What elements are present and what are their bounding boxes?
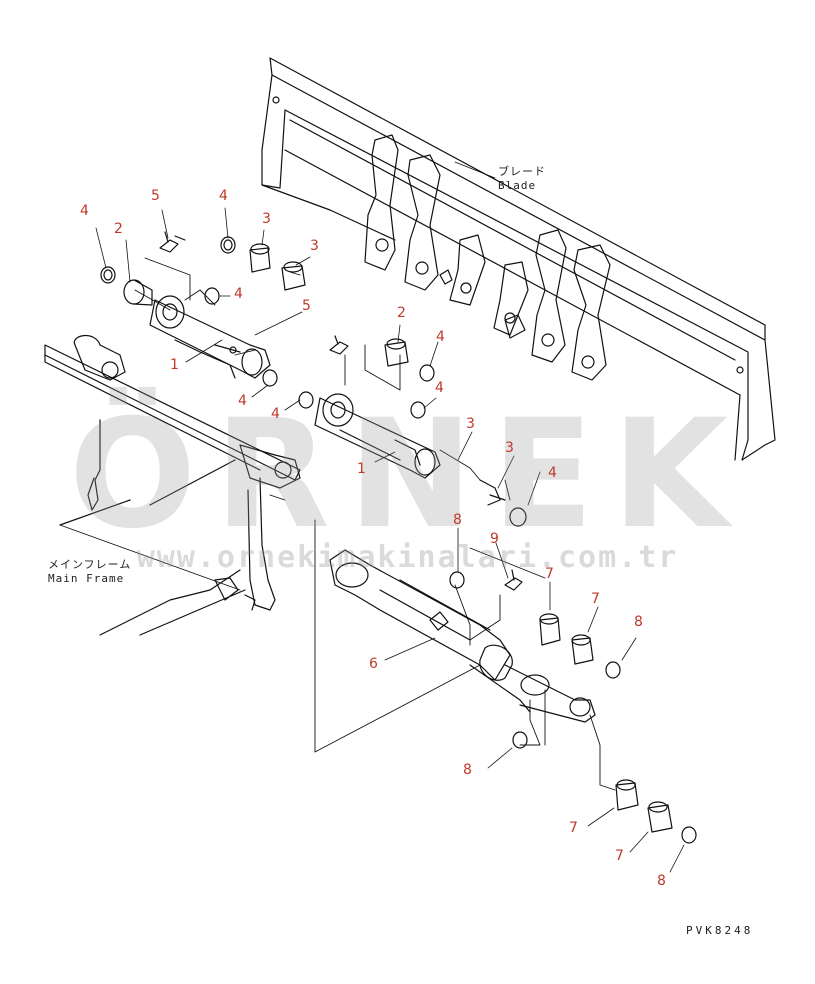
main-frame-label-jp: メインフレーム xyxy=(48,558,132,571)
callout-label: 3 xyxy=(310,238,319,254)
assembly-lines xyxy=(59,257,616,791)
main-frame-label-en: Main Frame xyxy=(48,571,125,585)
callout-label: 4 xyxy=(80,203,89,219)
blade-label: ブレード Blade xyxy=(498,165,546,193)
cylinder-6-main xyxy=(329,549,596,723)
callout-label: 9 xyxy=(490,531,499,547)
callout-label: 7 xyxy=(591,591,600,607)
main-frame xyxy=(44,335,301,636)
callout-label: 2 xyxy=(114,221,123,237)
main-frame-label: メインフレーム Main Frame xyxy=(48,558,131,586)
callout-label: 1 xyxy=(357,461,366,477)
callout-label: 8 xyxy=(634,614,643,630)
blade-label-jp: ブレード xyxy=(498,165,546,178)
callout-label: 6 xyxy=(369,656,378,672)
callout-label: 7 xyxy=(615,848,624,864)
callout-label: 7 xyxy=(569,820,578,836)
callout-label: 5 xyxy=(302,298,311,314)
callout-label: 8 xyxy=(657,873,666,889)
callout-label: 4 xyxy=(219,188,228,204)
blade-label-en: Blade xyxy=(498,178,537,192)
blade-assembly xyxy=(261,57,776,461)
cylinder-1-right xyxy=(314,393,441,479)
callout-label: 8 xyxy=(463,762,472,778)
callout-label: 4 xyxy=(436,329,445,345)
callout-label: 4 xyxy=(234,286,243,302)
callout-label: 2 xyxy=(397,305,406,321)
drawing-code: PVK8248 xyxy=(686,924,754,937)
callout-label: 4 xyxy=(238,393,247,409)
cylinder-1-left xyxy=(149,295,271,379)
callout-label: 8 xyxy=(453,512,462,528)
callout-label: 7 xyxy=(545,566,554,582)
callout-label: 1 xyxy=(170,357,179,373)
callout-label: 3 xyxy=(466,416,475,432)
small-parts xyxy=(100,231,697,844)
callout-label: 4 xyxy=(548,465,557,481)
callout-leaders xyxy=(95,161,685,873)
callout-label: 3 xyxy=(505,440,514,456)
callout-label: 5 xyxy=(151,188,160,204)
callout-label: 4 xyxy=(271,406,280,422)
callout-label: 4 xyxy=(435,380,444,396)
callout-label: 3 xyxy=(262,211,271,227)
